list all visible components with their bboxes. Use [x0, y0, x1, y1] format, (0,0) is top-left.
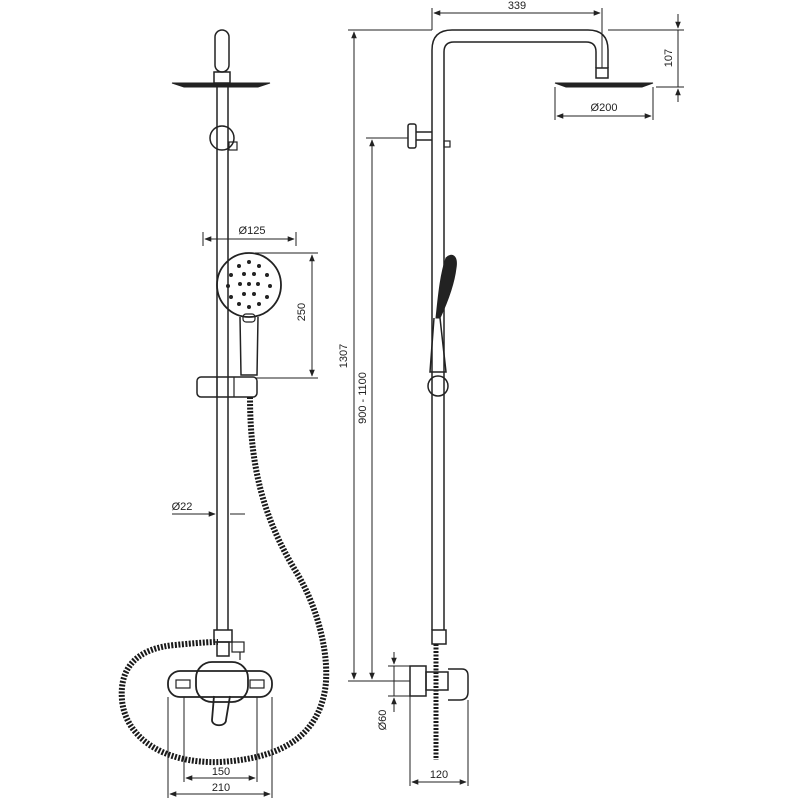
- mixer-lever: [211, 695, 231, 727]
- handshower-head: [216, 252, 282, 318]
- dim-mixer-width: 210: [212, 782, 230, 794]
- headshower-joint: [213, 71, 231, 84]
- rail-arm-inner: [443, 41, 597, 630]
- rail-slider: [196, 376, 258, 398]
- shower-hose: [118, 396, 330, 766]
- dim-headshower-diameter: Ø200: [591, 102, 618, 114]
- dim-mixer-diameter: Ø60: [377, 710, 389, 731]
- handshower-front: [216, 252, 282, 376]
- wall-bracket: [209, 125, 235, 151]
- mixer-lever-side: [448, 668, 469, 701]
- bracket-screw: [228, 141, 238, 151]
- wall-bracket-side: [407, 123, 417, 149]
- front-view: Ø125 250 Ø22 150 210: [118, 29, 330, 798]
- dim-rail-adjust: 900 - 1100: [357, 372, 369, 424]
- dim-arm-reach: 339: [508, 0, 526, 12]
- dim-handshower-diameter: Ø125: [239, 225, 266, 237]
- handshower-handle: [239, 316, 259, 376]
- handshower-handle-side: [429, 317, 447, 373]
- mixer-left-fitting: [175, 679, 191, 689]
- dim-handshower-length: 250: [296, 303, 308, 321]
- handshower-button: [242, 313, 256, 323]
- headshower-front: [171, 82, 271, 88]
- dim-rail-diameter: Ø22: [172, 501, 193, 513]
- dim-total-height: 1307: [338, 344, 350, 368]
- rail-top-cap: [214, 29, 230, 73]
- handshower-side: [435, 254, 457, 319]
- dim-mixer-depth: 120: [430, 769, 448, 781]
- mixer-escutcheon-side: [409, 665, 427, 697]
- dim-head-drop: 107: [663, 49, 675, 67]
- dim-mixer-spacing: 150: [212, 766, 230, 778]
- diverter-side: [431, 629, 447, 645]
- side-view: 339 107 Ø200 1307 900 - 1100 Ø60 12: [338, 0, 684, 786]
- headshower-joint-side: [595, 67, 609, 79]
- mixer-right-fitting: [249, 679, 265, 689]
- mixer-body: [167, 670, 273, 698]
- diverter: [213, 629, 233, 643]
- mixer-cartridge: [195, 661, 249, 703]
- rail-arm-outer: [431, 29, 609, 630]
- mixer-body-side: [425, 671, 449, 691]
- slider-side: [427, 375, 449, 397]
- handshower-nozzles: [226, 260, 272, 309]
- headshower-side: [554, 82, 654, 88]
